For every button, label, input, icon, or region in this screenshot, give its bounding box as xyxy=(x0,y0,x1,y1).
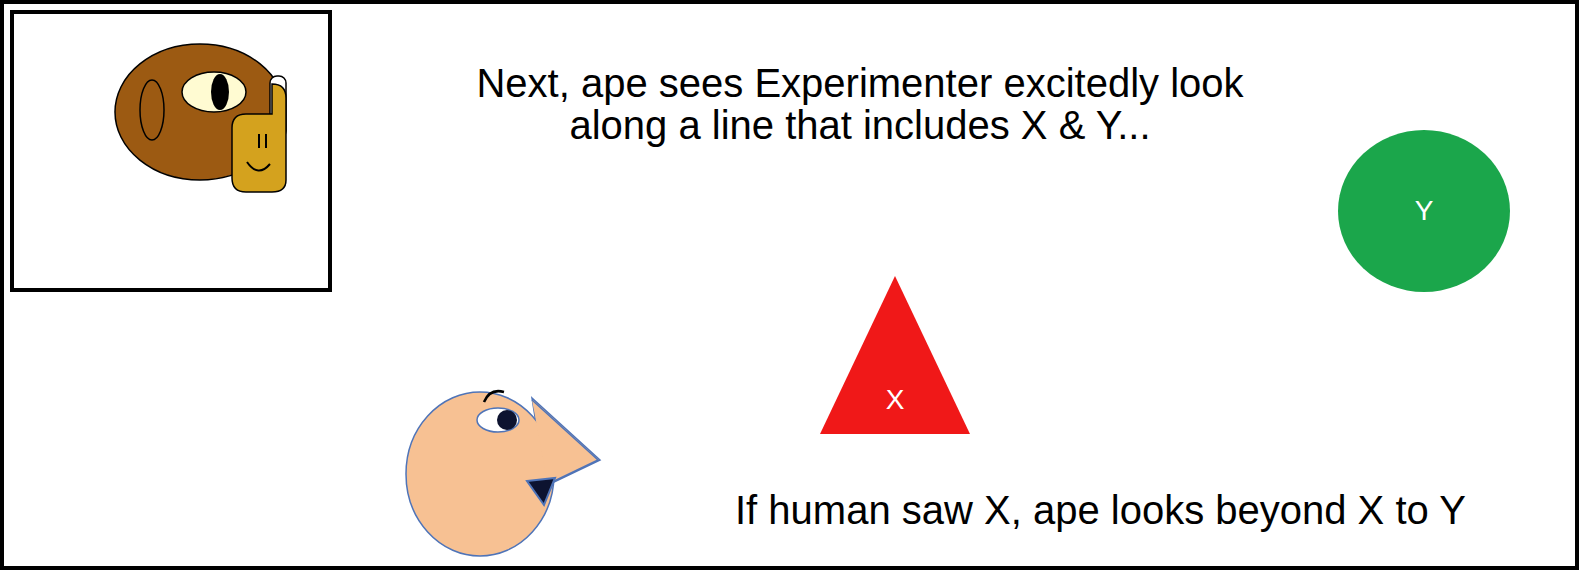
shape-letter: Y xyxy=(1415,195,1434,227)
ape-nostril xyxy=(265,134,267,148)
ape-muzzle xyxy=(232,84,286,192)
ape-nostril xyxy=(258,134,260,148)
circle-fill xyxy=(1338,130,1510,292)
human-nose-outline xyxy=(532,400,598,484)
human-pupil xyxy=(497,410,517,430)
triangle-fill xyxy=(820,276,970,434)
caption-text: If human saw X, ape looks beyond X to Y xyxy=(735,489,1565,531)
ape-eye xyxy=(182,72,246,112)
human-mouth xyxy=(527,478,555,505)
ape-ear xyxy=(140,80,164,140)
human-eyebrow xyxy=(484,391,504,402)
description-text: Next, ape sees Experimenter excitedly lo… xyxy=(460,62,1260,146)
ape-pupil xyxy=(211,74,229,110)
ape-face xyxy=(115,44,286,192)
shape-letter: X xyxy=(886,384,905,416)
human-head xyxy=(406,392,554,556)
triangle-shape: X xyxy=(820,276,970,434)
circle-shape: Y xyxy=(1338,130,1510,292)
ape-inset-box xyxy=(12,12,330,290)
human-eye xyxy=(477,408,519,432)
ape-mouth xyxy=(247,162,270,171)
human-nose-fill xyxy=(532,400,598,484)
human-face xyxy=(406,391,600,556)
